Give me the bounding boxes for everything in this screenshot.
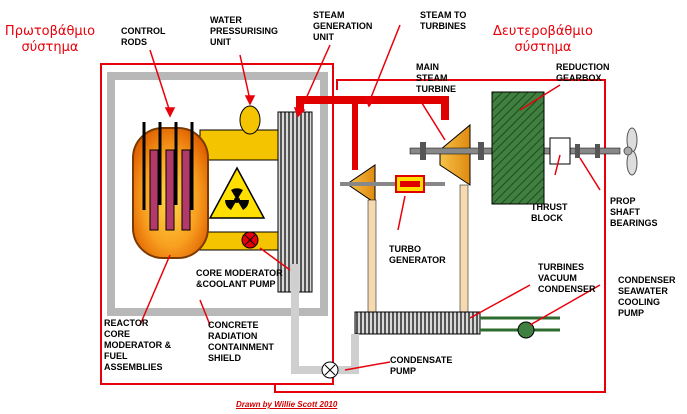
label-prop-shaft: PROP SHAFT BEARINGS xyxy=(610,196,658,228)
secondary-system-boundary xyxy=(274,79,606,393)
thrust-block xyxy=(549,137,571,165)
seawater-pump xyxy=(517,321,535,339)
label-control-rods: CONTROL RODS xyxy=(121,26,166,47)
pressuriser xyxy=(239,105,261,135)
steam-generator xyxy=(277,111,313,293)
main-steam-turbine xyxy=(439,123,471,186)
vacuum-condenser xyxy=(354,311,481,335)
label-steam-generation: STEAM GENERATION UNIT xyxy=(313,10,373,42)
primary-system-title: Πρωτοβάθμιο σύστημα xyxy=(4,24,96,55)
label-turbines-condenser: TURBINES VACUUM CONDENSER xyxy=(538,262,596,294)
propeller xyxy=(623,127,638,176)
label-seawater-pump: CONDENSER SEAWATER COOLING PUMP xyxy=(618,275,676,318)
primary-system-boundary xyxy=(100,63,334,385)
credit: Drawn by Willie Scott 2010 xyxy=(236,400,338,409)
label-reactor-core: REACTOR CORE MODERATOR & FUEL ASSEMBLIES xyxy=(104,318,172,372)
label-condensate-pump: CONDENSATE PUMP xyxy=(390,355,453,376)
label-core-pump: CORE MODERATOR &COOLANT PUMP xyxy=(196,268,283,289)
label-reduction-gearbox: REDUCTION GEARBOX xyxy=(556,62,610,83)
label-turbo-generator: TURBO GENERATOR xyxy=(389,244,446,265)
control-rods xyxy=(142,122,194,231)
radiation-symbol xyxy=(208,166,266,219)
label-steam-to-turbines: STEAM TO TURBINES xyxy=(420,10,467,31)
label-thrust-block: THRUST BLOCK xyxy=(531,202,568,223)
label-water-pressurising: WATER PRESSURISING UNIT xyxy=(210,15,279,47)
condensate-pipe xyxy=(290,264,359,374)
label-main-steam-turbine: MAIN STEAM TURBINE xyxy=(416,62,456,94)
reduction-gearbox xyxy=(491,91,545,205)
secondary-system-title: Δευτεροβάθμιο σύστημα xyxy=(493,24,593,55)
label-containment: CONCRETE RADIATION CONTAINMENT SHIELD xyxy=(208,320,274,363)
